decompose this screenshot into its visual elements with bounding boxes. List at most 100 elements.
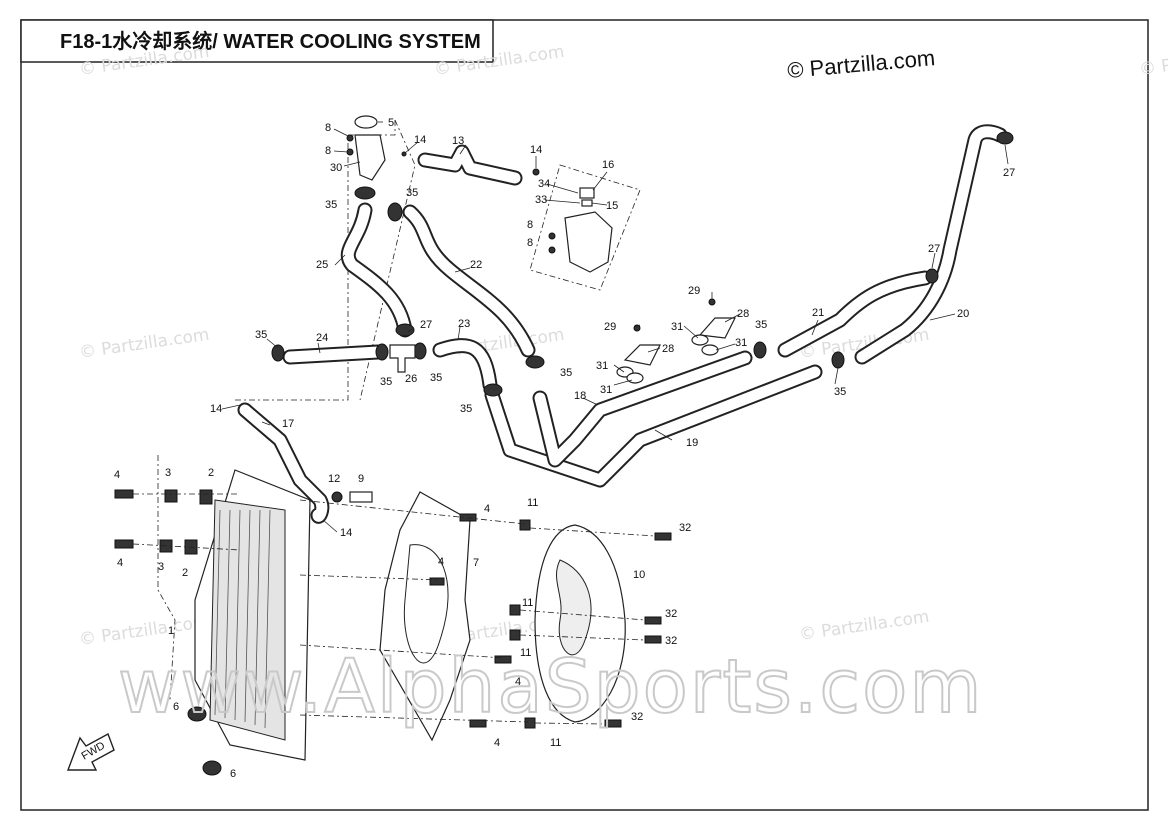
callout-14: 14 xyxy=(530,144,542,156)
callout-30: 30 xyxy=(330,162,342,174)
callout-4: 4 xyxy=(515,676,521,688)
copyright-text: © Partzilla.com xyxy=(786,45,936,83)
t-fitting xyxy=(389,344,416,373)
pipe-19-inner xyxy=(486,366,821,486)
callout-35: 35 xyxy=(325,199,337,211)
bolt xyxy=(459,513,477,522)
callout-13: 13 xyxy=(452,135,464,147)
pipe-bracket xyxy=(698,317,736,339)
callout-31: 31 xyxy=(735,337,747,349)
leader xyxy=(132,543,241,551)
hose-clamp xyxy=(925,268,939,284)
callout-32: 32 xyxy=(679,522,691,534)
radiator-cap xyxy=(354,115,378,129)
reservoir-cap xyxy=(579,187,595,199)
pipe-18-inner xyxy=(534,352,751,466)
callout-26: 26 xyxy=(405,373,417,385)
callout-6: 6 xyxy=(230,768,236,780)
hose-clamp xyxy=(525,355,545,369)
callout-11: 11 xyxy=(520,647,531,659)
callout-28: 28 xyxy=(737,308,749,320)
fan-shroud-ring xyxy=(403,544,449,664)
callout-31: 31 xyxy=(600,384,612,396)
callout-14: 14 xyxy=(340,527,352,539)
reservoir-seal xyxy=(581,199,593,207)
callout-4: 4 xyxy=(438,556,444,568)
washer xyxy=(164,489,178,503)
bolt xyxy=(469,719,487,728)
callout-23: 23 xyxy=(458,318,470,330)
bolt xyxy=(429,577,445,586)
callout-3: 3 xyxy=(165,467,171,479)
callout-31: 31 xyxy=(596,360,608,372)
ghost-watermark: © Partzilla.com xyxy=(798,607,931,645)
callout-27: 27 xyxy=(928,243,940,255)
callout-11: 11 xyxy=(522,597,533,609)
callout-16: 16 xyxy=(602,159,614,171)
hose-23-inner xyxy=(434,340,496,391)
bolt xyxy=(708,298,716,306)
grommet xyxy=(626,372,644,384)
callout-35: 35 xyxy=(755,319,767,331)
callout-21: 21 xyxy=(812,307,824,319)
hose-24-inner xyxy=(284,346,384,363)
title-box xyxy=(20,19,494,63)
callout-32: 32 xyxy=(665,635,677,647)
leader xyxy=(299,714,529,723)
o-ring xyxy=(331,491,343,503)
hose-clamp xyxy=(387,202,403,222)
callout-19: 19 xyxy=(686,437,698,449)
callout-6: 6 xyxy=(173,701,179,713)
nut xyxy=(509,604,521,616)
bolt xyxy=(654,532,672,541)
callout-14: 14 xyxy=(210,403,222,415)
grommet xyxy=(199,489,213,505)
bolt xyxy=(548,232,556,240)
callout-8: 8 xyxy=(527,219,533,231)
bolt xyxy=(114,489,134,499)
callout-22: 22 xyxy=(470,259,482,271)
callout-4: 4 xyxy=(494,737,500,749)
callout-8: 8 xyxy=(325,122,331,134)
callout-27: 27 xyxy=(1003,167,1015,179)
hose-clamp xyxy=(375,343,389,361)
callout-20: 20 xyxy=(957,308,969,320)
bolt xyxy=(644,635,662,644)
fan-shroud xyxy=(379,491,471,742)
hose-clamp xyxy=(395,323,415,337)
callout-33: 33 xyxy=(535,194,547,206)
callout-34: 34 xyxy=(538,178,550,190)
hose-clamp xyxy=(271,344,285,362)
coolant-reservoir xyxy=(564,211,613,273)
nut xyxy=(519,519,531,531)
callout-11: 11 xyxy=(527,497,538,509)
callout-29: 29 xyxy=(688,285,700,297)
callout-35: 35 xyxy=(255,329,267,341)
callout-8: 8 xyxy=(527,237,533,249)
callout-10: 10 xyxy=(633,569,645,581)
group-outline xyxy=(359,119,416,401)
callout-35: 35 xyxy=(560,367,572,379)
callout-8: 8 xyxy=(325,145,331,157)
callout-3: 3 xyxy=(158,561,164,573)
callout-7: 7 xyxy=(473,557,479,569)
hose-clamp xyxy=(413,342,427,360)
callout-27: 27 xyxy=(420,319,432,331)
callout-15: 15 xyxy=(606,200,618,212)
leader xyxy=(299,574,441,581)
callout-28: 28 xyxy=(662,343,674,355)
callout-29: 29 xyxy=(604,321,616,333)
hose-17-inner xyxy=(239,404,328,522)
bolt xyxy=(604,719,622,728)
callout-2: 2 xyxy=(182,567,188,579)
forward-arrow-icon xyxy=(66,732,115,771)
callout-35: 35 xyxy=(460,403,472,415)
callout-35: 35 xyxy=(430,372,442,384)
ghost-watermark: © Partzilla.com xyxy=(1138,42,1168,80)
callout-17: 17 xyxy=(282,418,294,430)
callout-12: 12 xyxy=(328,473,340,485)
grommet xyxy=(691,334,709,346)
nut xyxy=(509,629,521,641)
callout-2: 2 xyxy=(208,467,214,479)
